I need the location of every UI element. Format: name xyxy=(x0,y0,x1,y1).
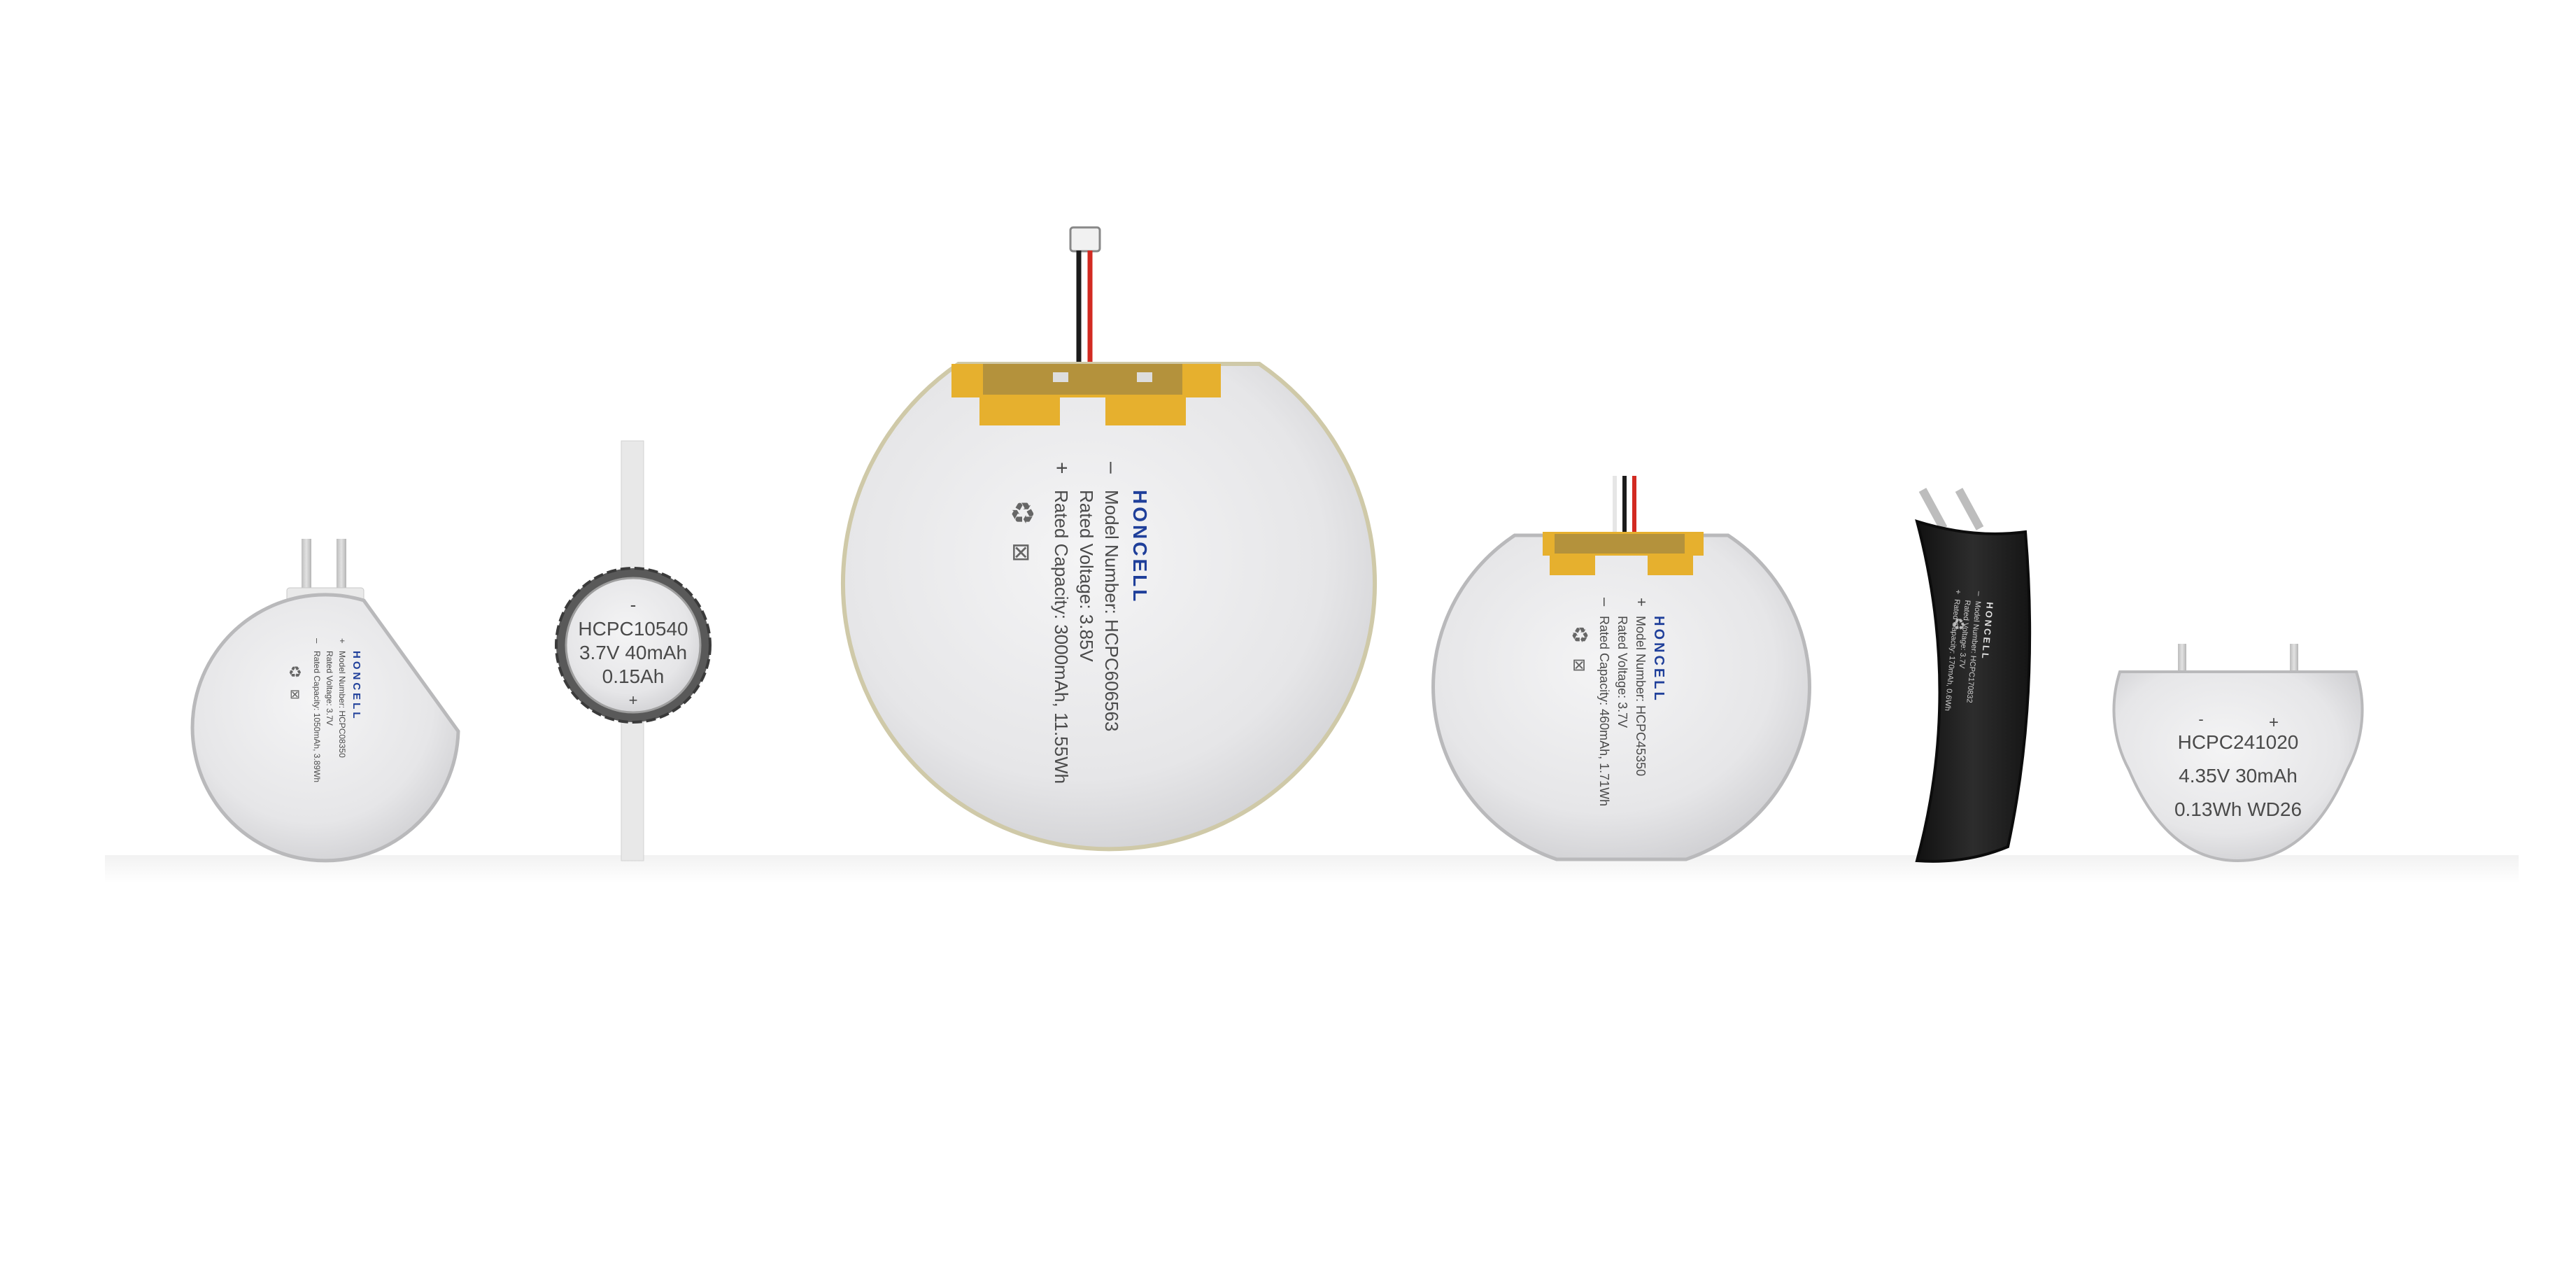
recycle-icon: ♻ xyxy=(1952,616,1966,633)
battery-minus-mark: - xyxy=(630,594,637,615)
battery-minus-mark: + xyxy=(337,638,348,644)
battery-plus-mark: – xyxy=(312,638,323,644)
battery-tab xyxy=(302,539,311,591)
battery-model-line: Model Number: HCPC45350 xyxy=(1634,616,1648,776)
battery-voltage-line: Rated Voltage: 3.7V xyxy=(325,651,334,726)
battery-plus-mark: + xyxy=(1050,462,1073,474)
battery-model-line: HCPC10540 xyxy=(578,618,688,640)
pcb-chip xyxy=(1053,372,1068,382)
battery-label: HONCELL + Model Number: HCPC08350 Rated … xyxy=(312,638,362,782)
kapton-tape-right xyxy=(1105,396,1186,425)
battery-capacity-line: Rated Capacity: 3000mAh, 11.55Wh xyxy=(1051,490,1072,784)
brand-logo: HONCELL xyxy=(1129,490,1151,604)
bin-icon: ⊠ xyxy=(290,687,300,701)
kapton-tape-right xyxy=(1648,554,1693,575)
battery-hcpc08350: HONCELL + Model Number: HCPC08350 Rated … xyxy=(190,539,460,863)
floor-shadow xyxy=(105,855,2519,883)
recycle-icon: ♻ xyxy=(1010,497,1036,530)
battery-spec-line: 4.35V 30mAh xyxy=(2179,765,2298,787)
battery-tab xyxy=(2178,644,2186,673)
battery-minus-mark: – xyxy=(1974,591,1985,596)
battery-voltage-line: Rated Voltage: 3.7V xyxy=(1615,616,1629,728)
battery-spec-line: 3.7V 40mAh xyxy=(579,642,687,663)
pcb-chip xyxy=(1137,372,1152,382)
battery-tab xyxy=(337,539,346,591)
battery-capacity-line: Rated Capacity: 1050mAh, 3.89Wh xyxy=(312,651,322,782)
battery-hcpc606563: HONCELL – Model Number: HCPC606563 Rated… xyxy=(841,226,1377,852)
battery-model-line: Model Number: HCPC606563 xyxy=(1101,490,1122,731)
battery-voltage-line: Rated Voltage: 3.85V xyxy=(1076,490,1097,662)
brand-logo: HONCELL xyxy=(1651,616,1666,703)
pcb-board xyxy=(1555,534,1685,554)
battery-tab xyxy=(1955,488,1984,530)
battery-minus-mark: – xyxy=(1101,462,1124,474)
bin-icon: ⊠ xyxy=(1011,539,1031,565)
battery-plus-mark: – xyxy=(1597,598,1614,607)
bin-icon: ⊠ xyxy=(1572,656,1586,675)
battery-model-line: HCPC241020 xyxy=(2178,731,2299,753)
battery-plus-mark: + xyxy=(2269,713,2279,732)
brand-logo: HONCELL xyxy=(1980,602,1995,661)
battery-body xyxy=(1431,533,1811,861)
battery-body xyxy=(2112,670,2364,863)
battery-plus-mark: + xyxy=(1953,589,1964,595)
battery-tab xyxy=(1918,488,1948,530)
battery-minus-mark: - xyxy=(2198,710,2203,728)
battery-hcpc45350: HONCELL + Model Number: HCPC45350 Rated … xyxy=(1431,476,1811,861)
battery-capacity-line: Rated Capacity: 460mAh, 1.71Wh xyxy=(1597,616,1611,806)
battery-label: HONCELL + Model Number: HCPC45350 Rated … xyxy=(1597,598,1666,806)
kapton-tape-left xyxy=(979,396,1060,425)
brand-logo: HONCELL xyxy=(351,651,362,721)
battery-hcpc10540: - HCPC10540 3.7V 40mAh 0.15Ah + xyxy=(555,440,712,861)
battery-hcpc170832: HONCELL Model Number: HCPC170832 Rated V… xyxy=(1915,488,2032,863)
battery-energy-line: 0.15Ah xyxy=(602,665,665,687)
battery-tab xyxy=(2290,644,2298,673)
pcb-board xyxy=(983,364,1182,395)
battery-hcpc241020: - + HCPC241020 4.35V 30mAh 0.13Wh WD26 xyxy=(2112,644,2364,863)
battery-minus-mark: + xyxy=(1633,598,1650,607)
kapton-tape-left xyxy=(1550,554,1595,575)
battery-body xyxy=(841,362,1377,852)
battery-body xyxy=(1915,519,2032,863)
battery-plus-mark: + xyxy=(629,691,638,709)
battery-energy-line: 0.13Wh WD26 xyxy=(2174,798,2302,820)
recycle-icon: ♻ xyxy=(1571,624,1590,647)
connector-plug xyxy=(1069,226,1101,253)
recycle-icon: ♻ xyxy=(288,663,302,681)
battery-model-line: Model Number: HCPC08350 xyxy=(337,651,347,758)
battery-body xyxy=(190,593,460,863)
battery-body xyxy=(565,577,702,714)
battery-label: HONCELL – Model Number: HCPC606563 Rated… xyxy=(1050,462,1151,784)
